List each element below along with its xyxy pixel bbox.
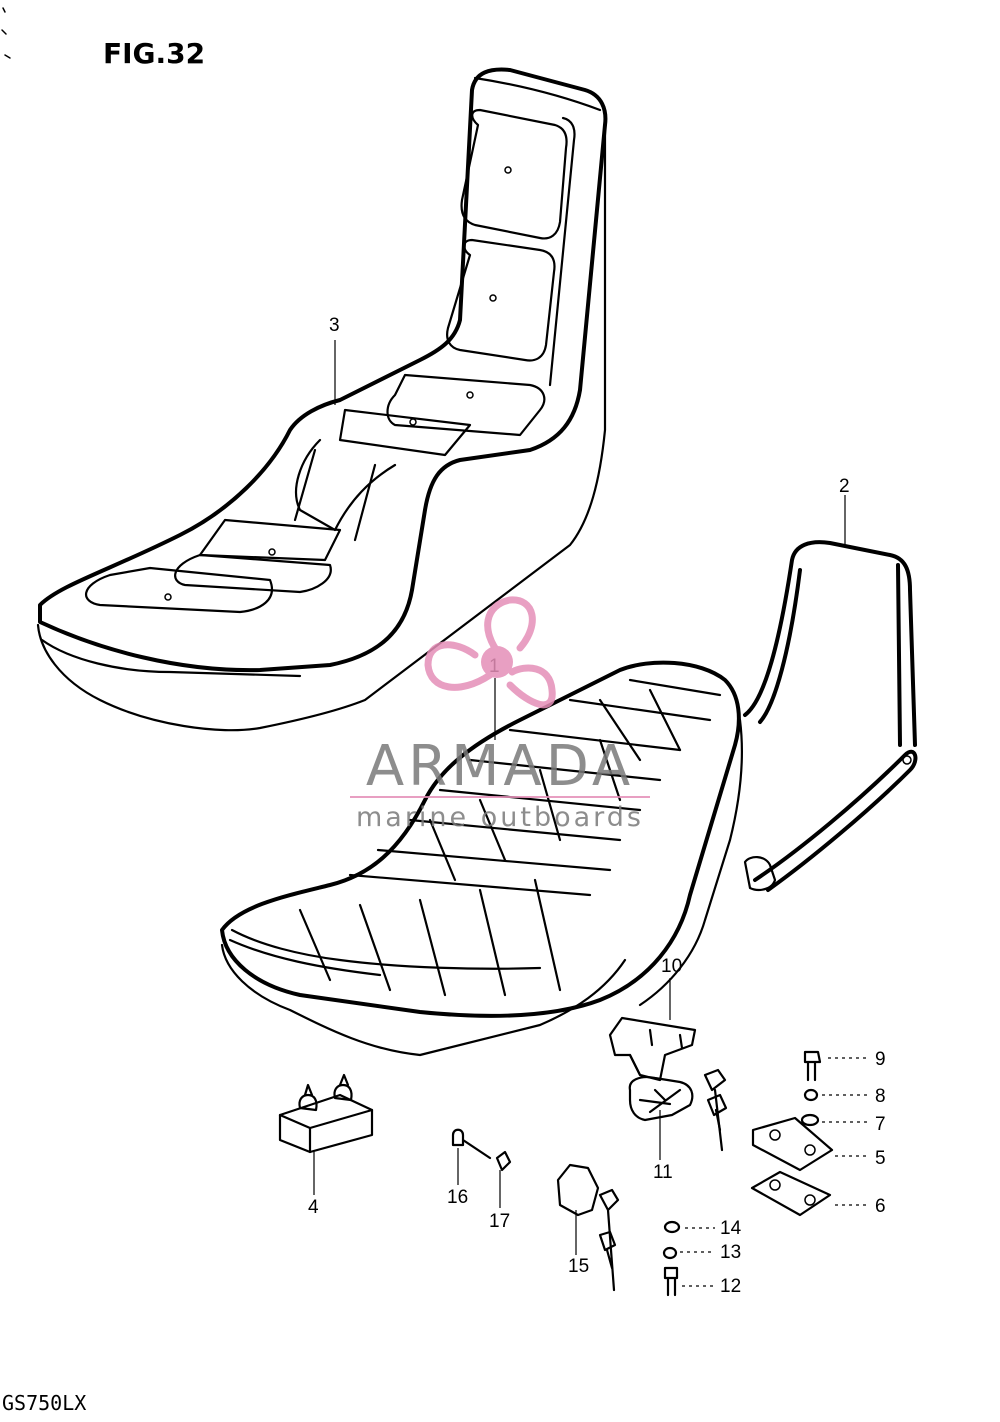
callout-12: 12 (720, 1276, 741, 1297)
cushion-part-4 (278, 1073, 374, 1154)
callout-2: 2 (839, 476, 850, 497)
watermark-tagline: marine outboards (356, 802, 644, 833)
bracket-hardware-parts-5-9 (750, 1050, 834, 1217)
callout-14: 14 (720, 1218, 742, 1239)
callout-7: 7 (875, 1114, 886, 1135)
fastener-parts-12-17 (451, 1128, 681, 1297)
armada-watermark: ARMADA marine outboards (350, 596, 650, 833)
stepped-seat-part-1 (220, 660, 744, 1057)
callout-15: 15 (568, 1256, 589, 1277)
model-code: GS750LX (2, 1391, 86, 1415)
logo-hub (481, 646, 513, 678)
seat-with-backrest-part-3 (36, 67, 608, 732)
callout-6: 6 (875, 1196, 886, 1217)
seat-lock-parts-10-11 (608, 1016, 728, 1152)
leader-lines (313, 340, 870, 1287)
callout-3: 3 (329, 315, 340, 336)
callout-13: 13 (720, 1242, 741, 1263)
rail-part-2 (743, 540, 918, 892)
callout-16: 16 (447, 1187, 468, 1208)
corner-marks (1, 7, 11, 59)
propeller-logo-icon (424, 596, 556, 709)
callout-17: 17 (489, 1211, 510, 1232)
callout-8: 8 (875, 1086, 886, 1107)
figure-title: FIG.32 (103, 37, 205, 70)
watermark-brand: ARMADA (366, 734, 634, 799)
callout-9: 9 (875, 1049, 886, 1070)
callout-5: 5 (875, 1148, 886, 1169)
callout-11: 11 (653, 1162, 673, 1183)
callout-10: 10 (661, 956, 682, 977)
callout-4: 4 (308, 1197, 319, 1218)
